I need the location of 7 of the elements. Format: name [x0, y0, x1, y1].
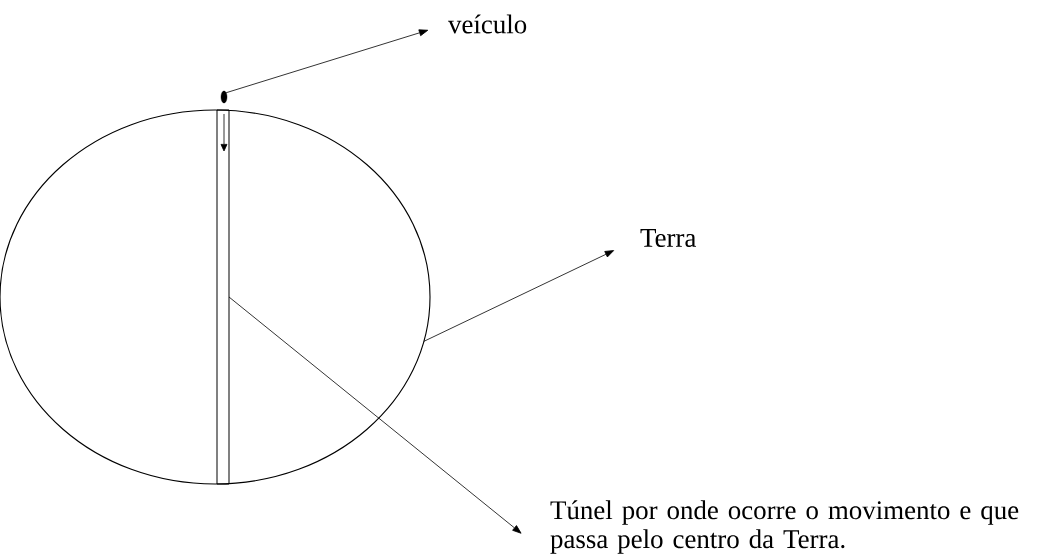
label-text: Túnel por onde ocorre o movimento e que passa pelo centro da Terra.: [550, 500, 1019, 554]
label-text: Terra: [640, 229, 696, 247]
leader-line: [228, 296, 522, 534]
leader-line: [225, 29, 429, 94]
label-text: veículo: [448, 14, 527, 34]
leader-line: [423, 250, 615, 342]
tunnel: [216, 109, 230, 485]
